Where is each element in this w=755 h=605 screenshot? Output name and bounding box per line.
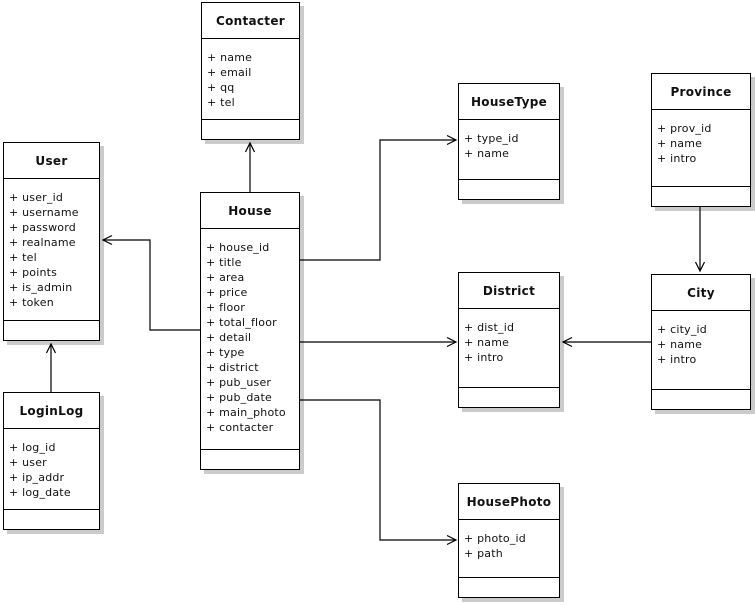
attribute-item: + username bbox=[9, 206, 79, 219]
attribute-item: + price bbox=[206, 286, 248, 299]
class-province[interactable]: Province + prov_id + name + intro bbox=[651, 73, 751, 207]
attributes-list: + name + email + qq + tel bbox=[202, 39, 299, 119]
attribute-item: + token bbox=[9, 296, 54, 309]
attribute-item: + total_floor bbox=[206, 316, 277, 329]
attributes-list: + log_id + user + ip_addr + log_date bbox=[4, 429, 99, 509]
attributes-list: + photo_id + path bbox=[459, 520, 559, 577]
operations-compartment bbox=[459, 179, 559, 199]
class-district[interactable]: District + dist_id + name + intro bbox=[458, 272, 560, 408]
attribute-item: + points bbox=[9, 266, 58, 279]
attributes-list: + type_id + name bbox=[459, 120, 559, 179]
class-contacter[interactable]: Contacter + name + email + qq + tel bbox=[201, 2, 300, 140]
attribute-item: + name bbox=[207, 51, 253, 64]
class-user[interactable]: User + user_id + username + password + real… bbox=[3, 142, 100, 341]
class-title: LoginLog bbox=[4, 393, 99, 429]
attribute-item: + name bbox=[657, 137, 703, 150]
attribute-item: + detail bbox=[206, 331, 252, 344]
connector-house-housetype bbox=[300, 134, 458, 261]
operations-compartment bbox=[459, 387, 559, 407]
attribute-item: + pub_user bbox=[206, 376, 272, 389]
attribute-item: + dist_id bbox=[464, 321, 515, 334]
attribute-item: + photo_id bbox=[464, 532, 526, 545]
attribute-item: + title bbox=[206, 256, 242, 269]
attribute-item: + intro bbox=[464, 351, 504, 364]
attribute-item: + user bbox=[9, 456, 47, 469]
class-city[interactable]: City + city_id + name + intro bbox=[651, 274, 751, 410]
attribute-item: + district bbox=[206, 361, 259, 374]
attribute-item: + house_id bbox=[206, 241, 270, 254]
class-title: HouseType bbox=[459, 84, 559, 120]
attribute-item: + tel bbox=[207, 96, 235, 109]
connector-house-user bbox=[101, 234, 200, 331]
operations-compartment bbox=[652, 389, 750, 409]
attribute-item: + prov_id bbox=[657, 122, 712, 135]
attributes-list: + house_id + title + area + price + floor + t… bbox=[201, 229, 299, 449]
attribute-item: + is_admin bbox=[9, 281, 73, 294]
class-housetype[interactable]: HouseType + type_id + name bbox=[458, 83, 560, 200]
attribute-item: + qq bbox=[207, 81, 235, 94]
attribute-item: + main_photo bbox=[206, 406, 286, 419]
attribute-item: + realname bbox=[9, 236, 76, 249]
attribute-item: + name bbox=[657, 338, 703, 351]
attribute-item: + area bbox=[206, 271, 245, 284]
class-loginlog[interactable]: LoginLog + log_id + user + ip_addr + log_da… bbox=[3, 392, 100, 530]
class-title: District bbox=[459, 273, 559, 309]
class-title: HousePhoto bbox=[459, 484, 559, 520]
class-title: City bbox=[652, 275, 750, 311]
attribute-item: + floor bbox=[206, 301, 246, 314]
operations-compartment bbox=[202, 119, 299, 139]
attribute-item: + user_id bbox=[9, 191, 64, 204]
attribute-item: + name bbox=[464, 147, 510, 160]
attribute-item: + intro bbox=[657, 353, 697, 366]
attributes-list: + city_id + name + intro bbox=[652, 311, 750, 389]
attributes-list: + prov_id + name + intro bbox=[652, 110, 750, 186]
class-title: User bbox=[4, 143, 99, 179]
operations-compartment bbox=[201, 449, 299, 469]
connector-house-housephoto bbox=[300, 399, 458, 546]
class-housephoto[interactable]: HousePhoto + photo_id + path bbox=[458, 483, 560, 598]
attribute-item: + path bbox=[464, 547, 503, 560]
attribute-item: + log_id bbox=[9, 441, 56, 454]
operations-compartment bbox=[4, 320, 99, 340]
attribute-item: + type_id bbox=[464, 132, 519, 145]
attributes-list: + user_id + username + password + realname +… bbox=[4, 179, 99, 320]
attribute-item: + pub_date bbox=[206, 391, 272, 404]
class-title: House bbox=[201, 193, 299, 229]
attribute-item: + name bbox=[464, 336, 510, 349]
class-title: Province bbox=[652, 74, 750, 110]
class-title: Contacter bbox=[202, 3, 299, 39]
attribute-item: + log_date bbox=[9, 486, 71, 499]
operations-compartment bbox=[459, 577, 559, 597]
attribute-item: + intro bbox=[657, 152, 697, 165]
attributes-list: + dist_id + name + intro bbox=[459, 309, 559, 387]
class-house[interactable]: House + house_id + title + area + price + fl… bbox=[200, 192, 300, 470]
operations-compartment bbox=[652, 186, 750, 206]
attribute-item: + tel bbox=[9, 251, 37, 264]
attribute-item: + contacter bbox=[206, 421, 274, 434]
attribute-item: + ip_addr bbox=[9, 471, 65, 484]
attribute-item: + email bbox=[207, 66, 252, 79]
attribute-item: + city_id bbox=[657, 323, 707, 336]
attribute-item: + password bbox=[9, 221, 76, 234]
attribute-item: + type bbox=[206, 346, 245, 359]
operations-compartment bbox=[4, 509, 99, 529]
